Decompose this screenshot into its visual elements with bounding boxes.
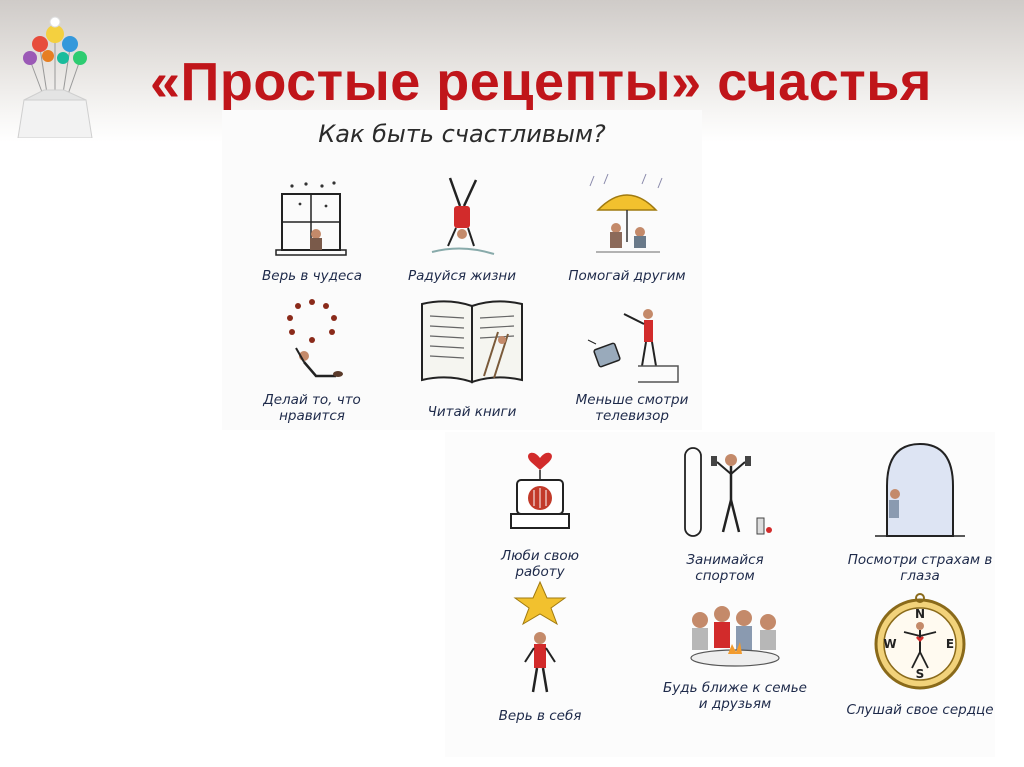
cell-help-others: Помогай другим xyxy=(562,172,692,292)
caption: Меньше смотри телевизор xyxy=(575,392,689,424)
compass-letter-w: W xyxy=(883,637,896,651)
caption: Верь в чудеса xyxy=(262,268,362,284)
caption: Будь ближе к семье и друзьям xyxy=(663,680,807,712)
star-figure-icon xyxy=(513,580,567,693)
cell-listen-heart: N S E W Слушай свое сердце xyxy=(845,592,995,752)
cell-read-books: Читай книги xyxy=(412,296,532,426)
caption: Люби свою работу xyxy=(501,548,579,580)
cell-believe-self: Верь в себя xyxy=(475,580,605,740)
weightlifting-figure-icon xyxy=(684,447,772,537)
dark-archway-icon xyxy=(875,442,965,537)
family-gathering-icon xyxy=(690,606,780,667)
cell-do-what-you-like: Делай то, что нравится xyxy=(242,296,382,426)
caption: Занимайся спортом xyxy=(686,552,764,584)
caption: Слушай свое сердце xyxy=(846,702,994,718)
caption: Читай книги xyxy=(427,404,517,420)
cell-face-fears: Посмотри страхам в глаза xyxy=(845,440,995,590)
top-illustration-panel: Как быть счастливым? Верь в чудеса Радуй… xyxy=(222,110,702,430)
balloon-lightbulb-logo-icon xyxy=(17,16,93,138)
compass-letter-n: N xyxy=(915,607,925,621)
caption: Посмотри страхам в глаза xyxy=(847,552,993,584)
caption: Верь в себя xyxy=(498,708,582,724)
compass-letter-s: S xyxy=(916,667,925,681)
throwing-tv-figure-icon xyxy=(587,309,679,383)
juggling-figure-icon xyxy=(287,299,343,378)
panel-heading: Как быть счастливым? xyxy=(318,120,606,148)
window-sketch-icon xyxy=(275,181,347,256)
cell-less-tv: Меньше смотри телевизор xyxy=(562,296,702,426)
typewriter-heart-icon xyxy=(510,452,570,529)
caption: Помогай другим xyxy=(568,268,686,284)
open-book-icon xyxy=(421,300,523,384)
handstand-figure-icon xyxy=(431,177,495,255)
slide-title: «Простые рецепты» счастья xyxy=(150,52,932,112)
cell-enjoy-life: Радуйся жизни xyxy=(402,172,522,292)
umbrella-sketch-icon xyxy=(589,173,663,253)
compass-icon: N S E W xyxy=(874,593,966,690)
cell-family: Будь ближе к семье и друзьям xyxy=(660,592,810,742)
caption: Радуйся жизни xyxy=(407,268,517,284)
bottom-illustration-panel: Люби свою работу Занимайся спортом Посмо… xyxy=(445,432,995,757)
cell-love-work: Люби свою работу xyxy=(475,440,605,590)
cell-sports: Занимайся спортом xyxy=(655,440,795,590)
caption: Делай то, что нравится xyxy=(263,392,361,424)
compass-letter-e: E xyxy=(946,637,954,651)
cell-miracles: Верь в чудеса xyxy=(252,172,372,292)
